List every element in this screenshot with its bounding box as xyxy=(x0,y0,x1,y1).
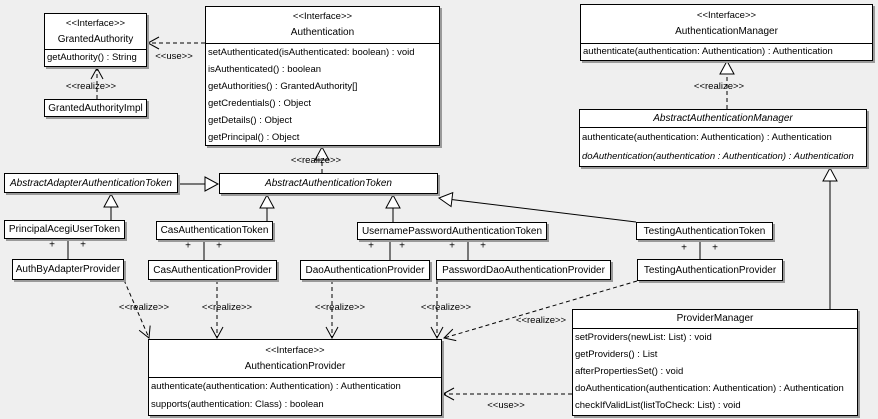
realize-stereotype-label: <<realize>> xyxy=(290,155,342,166)
edge-realize-auth-by-adapter-provider xyxy=(123,279,151,339)
assoc-plus-label: + xyxy=(449,240,455,252)
realize-stereotype-label: <<realize>> xyxy=(693,81,745,92)
assoc-plus-label: + xyxy=(712,242,718,254)
method-label: setProviders(newList: List) : void xyxy=(575,332,712,343)
class-granted-authority-impl: GrantedAuthorityImpl xyxy=(44,99,147,117)
method-label: getPrincipal() : Object xyxy=(208,132,300,143)
class-testing-authentication-token: TestingAuthenticationToken xyxy=(636,222,773,240)
class-granted-authority: <<Interface>> GrantedAuthority getAuthor… xyxy=(44,13,147,67)
class-name: AbstractAuthenticationToken xyxy=(265,178,392,189)
stereotype-label: <<Interface>> xyxy=(292,11,353,22)
class-name: AuthByAdapterProvider xyxy=(15,264,121,275)
method-label: isAuthenticated() : boolean xyxy=(208,64,322,75)
stereotype-label: <<Interface>> xyxy=(696,10,757,21)
method-label: supports(authentication: Class) : boolea… xyxy=(151,399,324,410)
class-cas-authentication-token: CasAuthenticationToken xyxy=(156,221,273,240)
class-abstract-adapter-authentication-token: AbstractAdapterAuthenticationToken xyxy=(4,173,178,193)
method-label: afterPropertiesSet() : void xyxy=(575,366,684,377)
method-label: authenticate(authentication: Authenticat… xyxy=(151,381,401,392)
stereotype-label: <<Interface>> xyxy=(265,344,325,356)
class-name: DaoAuthenticationProvider xyxy=(305,264,425,276)
edge-generalize-testing-token-to-abstract-token xyxy=(437,191,637,223)
class-name: Authentication xyxy=(290,27,355,38)
realize-stereotype-label: <<realize>> xyxy=(201,302,253,313)
class-principal-acegi-user-token: PrincipalAcegiUserToken xyxy=(4,220,125,239)
class-dao-authentication-provider: DaoAuthenticationProvider xyxy=(300,260,430,280)
assoc-plus-label: + xyxy=(681,242,687,254)
method-label: getDetails() : Object xyxy=(208,115,292,126)
assoc-plus-label: + xyxy=(185,240,191,252)
class-provider-manager: ProviderManager setProviders(newList: Li… xyxy=(572,309,858,416)
class-name: PasswordDaoAuthenticationProvider xyxy=(442,264,605,276)
stereotype-label: <<Interface>> xyxy=(65,17,126,29)
assoc-plus-label: + xyxy=(49,239,55,251)
realize-stereotype-label: <<realize>> xyxy=(515,315,567,326)
class-abstract-authentication-manager: AbstractAuthenticationManager authentica… xyxy=(579,109,867,167)
assoc-plus-label: + xyxy=(368,240,374,252)
edge-realize-testing-provider xyxy=(442,280,638,342)
method-label: doAuthentication(authentication : Authen… xyxy=(582,151,854,162)
method-label: setAuthenticated(isAuthenticated: boolea… xyxy=(208,47,415,58)
method-label: authenticate(authentication: Authenticat… xyxy=(583,46,833,57)
method-label: getAuthorities() : GrantedAuthority[] xyxy=(208,81,358,92)
assoc-plus-label: + xyxy=(80,239,86,251)
class-auth-by-adapter-provider: AuthByAdapterProvider xyxy=(12,259,124,280)
class-name: AuthenticationProvider xyxy=(244,360,346,372)
class-authentication-manager: <<Interface>> AuthenticationManager auth… xyxy=(580,4,873,61)
assoc-plus-label: + xyxy=(399,240,405,252)
class-testing-authentication-provider: TestingAuthenticationProvider xyxy=(637,259,783,281)
class-name: GrantedAuthorityImpl xyxy=(48,102,143,114)
class-name: GrantedAuthority xyxy=(57,33,134,45)
class-name: UsernamePasswordAuthenticationToken xyxy=(361,225,543,237)
class-name: AuthenticationManager xyxy=(675,26,778,37)
class-name: AbstractAuthenticationManager xyxy=(653,112,793,124)
class-name: PrincipalAcegiUserToken xyxy=(8,224,121,235)
use-stereotype-label: <<use>> xyxy=(155,51,193,62)
realize-stereotype-label: <<realize>> xyxy=(65,81,117,92)
class-name: TestingAuthenticationToken xyxy=(643,225,766,237)
assoc-plus-label: + xyxy=(480,240,486,252)
realize-stereotype-label: <<realize>> xyxy=(420,302,472,313)
class-cas-authentication-provider: CasAuthenticationProvider xyxy=(148,260,277,280)
assoc-plus-label: + xyxy=(216,240,222,252)
class-name: CasAuthenticationToken xyxy=(160,225,269,236)
method-label: getCredentials() : Object xyxy=(208,98,311,109)
class-username-password-authentication-token: UsernamePasswordAuthenticationToken xyxy=(357,222,547,240)
method-label: doAuthentication(authentication: Authent… xyxy=(575,383,844,394)
method-label: getProviders() : List xyxy=(575,349,658,360)
class-name: CasAuthenticationProvider xyxy=(153,264,272,276)
realize-stereotype-label: <<realize>> xyxy=(118,302,170,313)
class-password-dao-authentication-provider: PasswordDaoAuthenticationProvider xyxy=(436,260,611,280)
class-name: TestingAuthenticationProvider xyxy=(643,264,777,276)
realize-stereotype-label: <<realize>> xyxy=(314,302,366,313)
class-name: AbstractAdapterAuthenticationToken xyxy=(10,177,172,189)
class-abstract-authentication-token: AbstractAuthenticationToken xyxy=(219,173,438,194)
use-stereotype-label: <<use>> xyxy=(487,400,525,411)
class-name: ProviderManager xyxy=(676,313,754,324)
method-label: checkIfValidList(listToCheck: List) : vo… xyxy=(575,400,741,411)
class-authentication-provider: <<Interface>> AuthenticationProvider aut… xyxy=(148,339,442,416)
method-label: authenticate(authentication: Authenticat… xyxy=(582,132,832,143)
class-authentication: <<Interface>> Authentication setAuthenti… xyxy=(205,6,440,146)
method-label: getAuthority() : String xyxy=(47,52,137,63)
